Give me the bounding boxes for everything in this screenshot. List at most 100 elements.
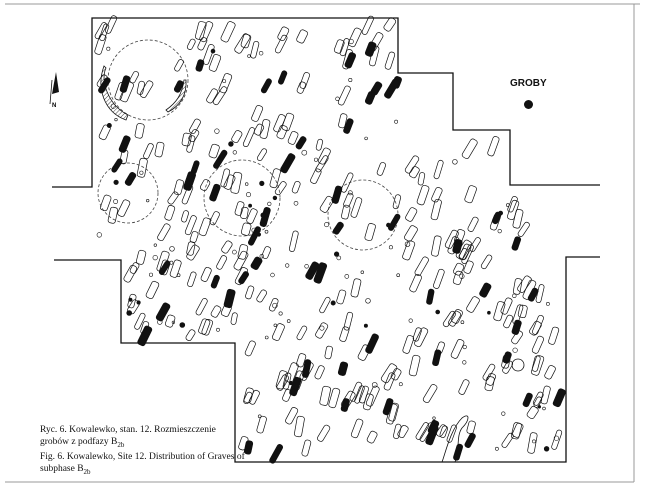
small-pit xyxy=(251,227,257,234)
grave xyxy=(285,362,299,383)
grave xyxy=(376,162,387,176)
small-pit xyxy=(301,149,308,156)
small-pit xyxy=(404,241,411,247)
grave xyxy=(173,179,185,196)
barrow-ring xyxy=(107,39,189,121)
grave xyxy=(186,244,200,261)
grave xyxy=(531,335,544,354)
barrow-ring xyxy=(97,162,159,224)
grave xyxy=(230,312,238,325)
grave-subphase-b2b xyxy=(260,78,272,94)
grave xyxy=(274,181,287,196)
grave xyxy=(296,325,308,341)
grave xyxy=(529,320,542,336)
grave-subphase-b2b xyxy=(111,158,123,173)
grave xyxy=(268,298,279,312)
small-pit xyxy=(246,192,252,198)
grave xyxy=(256,289,267,303)
grave xyxy=(336,289,347,305)
caption-en-subscript: 2b xyxy=(83,467,91,476)
grave-subphase-b2b xyxy=(305,261,320,280)
grave xyxy=(94,22,108,40)
grave xyxy=(531,355,541,372)
grave xyxy=(343,311,354,331)
grave xyxy=(388,402,399,422)
grave-subphase-b2b xyxy=(195,59,205,72)
grave xyxy=(272,323,285,341)
small-pit xyxy=(270,272,275,278)
grave xyxy=(276,124,288,140)
small-pit xyxy=(435,309,441,315)
grave xyxy=(201,318,214,336)
grave xyxy=(512,278,523,295)
small-pit xyxy=(293,201,299,206)
grave-subphase-b2b xyxy=(209,183,221,202)
small-pit xyxy=(304,264,309,269)
grave-subphase-b2b xyxy=(119,75,131,93)
grave xyxy=(393,423,402,439)
grave xyxy=(317,424,331,442)
small-pit xyxy=(126,310,132,316)
grave-subphase-b2b xyxy=(343,118,354,134)
grave-subphase-b2b xyxy=(248,226,261,246)
grave xyxy=(253,123,265,136)
grave xyxy=(548,326,560,345)
grave xyxy=(466,296,480,313)
grave xyxy=(145,280,160,300)
grave xyxy=(319,385,331,406)
grave xyxy=(127,293,137,309)
north-label: N xyxy=(52,103,57,109)
grave xyxy=(433,268,445,289)
grave xyxy=(184,215,197,236)
grave xyxy=(366,430,378,444)
grave xyxy=(409,166,420,179)
small-pit xyxy=(537,405,541,409)
grave xyxy=(301,439,312,457)
grave xyxy=(451,309,463,324)
grave xyxy=(333,39,345,54)
grave xyxy=(198,318,211,335)
excavation-boundary-lower xyxy=(54,256,600,463)
grave xyxy=(482,363,496,381)
grave xyxy=(464,185,477,204)
small-pit xyxy=(334,251,340,257)
grave xyxy=(198,217,211,237)
grave xyxy=(220,168,231,188)
small-pit xyxy=(264,229,269,234)
small-pit xyxy=(546,301,550,306)
grave xyxy=(231,130,243,144)
grave xyxy=(503,314,514,329)
grave xyxy=(189,118,201,134)
small-pit xyxy=(348,78,353,83)
grave xyxy=(206,88,219,104)
grave xyxy=(527,432,538,454)
grave xyxy=(208,54,222,72)
grave-subphase-b2b xyxy=(511,236,522,251)
grave xyxy=(202,44,215,65)
grave xyxy=(119,149,129,165)
grave xyxy=(210,305,222,318)
grave xyxy=(186,38,196,50)
grave xyxy=(209,211,220,226)
grave xyxy=(136,249,147,265)
grave xyxy=(314,365,325,380)
grave xyxy=(512,209,524,229)
small-pit xyxy=(396,273,401,278)
grave-subphase-b2b xyxy=(522,392,533,408)
grave xyxy=(319,296,331,314)
small-pit xyxy=(247,54,251,58)
grave xyxy=(200,179,211,192)
grave xyxy=(487,136,500,157)
small-pit xyxy=(388,245,393,250)
small-pit xyxy=(452,159,458,165)
grave xyxy=(287,131,299,145)
grave xyxy=(467,216,479,232)
grave-subphase-b2b xyxy=(250,256,263,270)
small-pit xyxy=(453,248,459,254)
grave xyxy=(337,85,351,106)
grave xyxy=(136,157,148,178)
grave xyxy=(296,353,307,368)
grave-subphase-b2b xyxy=(173,80,184,93)
grave xyxy=(234,201,245,216)
